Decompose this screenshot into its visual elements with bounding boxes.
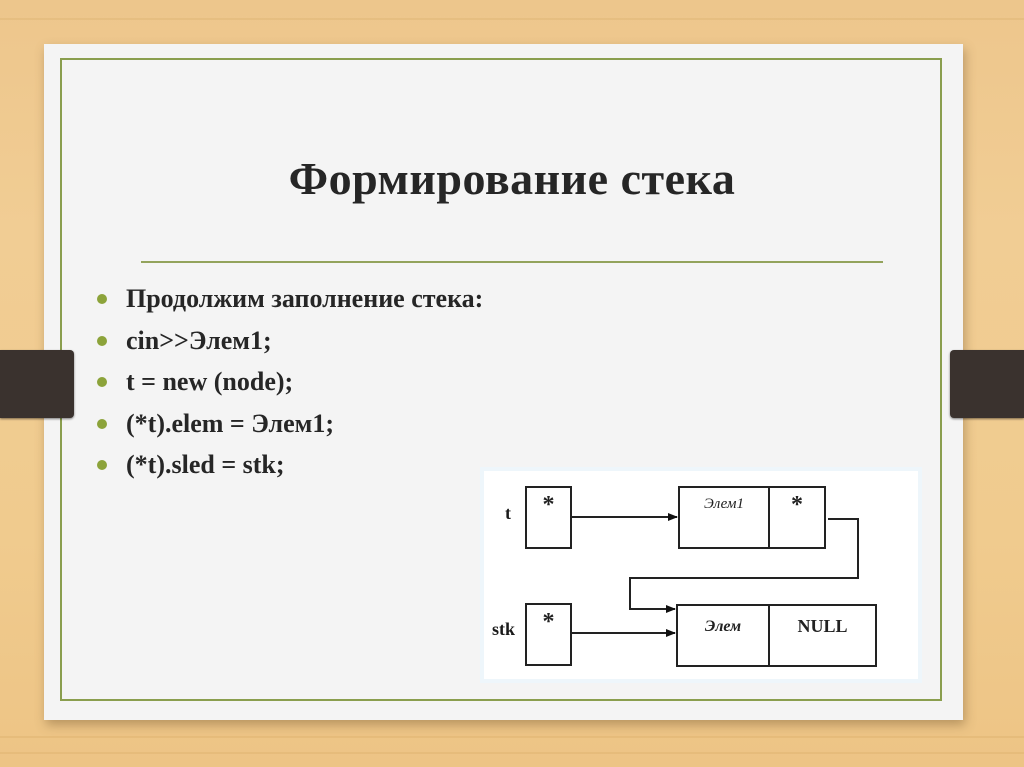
diagram-arrows	[572, 513, 859, 637]
arrow-node0-to-node1	[629, 518, 859, 613]
pointer-label-t: t	[505, 503, 511, 523]
node-0-elem-cell: Элем1	[678, 486, 770, 549]
pointer-box-stk: *	[525, 603, 572, 666]
bullet-dot-icon	[97, 460, 107, 470]
bullet-dot-icon	[97, 377, 107, 387]
bullet-text: Продолжим заполнение стека:	[126, 284, 484, 313]
bullet-text: (*t).sled = stk;	[126, 450, 285, 479]
linked-list-diagram: t * Элем1 * stk * Элем NULL	[480, 467, 922, 683]
bullet-item: t = new (node);	[92, 365, 483, 407]
node-1-elem-cell: Элем	[676, 604, 770, 667]
title-divider	[141, 261, 883, 263]
bullet-item: (*t).elem = Элем1;	[92, 407, 483, 449]
bullet-dot-icon	[97, 418, 107, 429]
node-0-next-cell: *	[768, 486, 826, 549]
wood-grain	[0, 736, 1024, 738]
node-elem-value: Элем1	[704, 496, 744, 512]
node-1-next-cell: NULL	[768, 604, 877, 667]
slide-title: Формирование стека	[288, 153, 736, 204]
bullet-dot-icon	[97, 294, 107, 304]
wood-grain	[0, 752, 1024, 754]
bullet-item: cin>>Элем1;	[92, 324, 483, 366]
node-next-value: NULL	[797, 616, 848, 636]
bullet-item: (*t).sled = stk;	[92, 448, 483, 490]
wood-grain	[0, 18, 1024, 20]
right-binder-tab	[950, 350, 1024, 418]
bullet-list: Продолжим заполнение стека: cin>>Элем1; …	[92, 282, 483, 490]
bullet-dot-icon	[97, 335, 107, 346]
left-binder-tab	[0, 350, 74, 418]
node-elem-value: Элем	[704, 618, 742, 635]
pointer-box-t: *	[525, 486, 572, 549]
bullet-text: t = new (node);	[126, 367, 294, 396]
bullet-text: (*t).elem = Элем1;	[126, 408, 335, 438]
pointer-value: *	[542, 492, 555, 518]
pointer-value: *	[542, 609, 555, 635]
bullet-text: cin>>Элем1;	[126, 325, 272, 355]
pointer-label-stk: stk	[492, 619, 516, 639]
bullet-item: Продолжим заполнение стека:	[92, 282, 483, 324]
node-next-value: *	[791, 492, 803, 518]
